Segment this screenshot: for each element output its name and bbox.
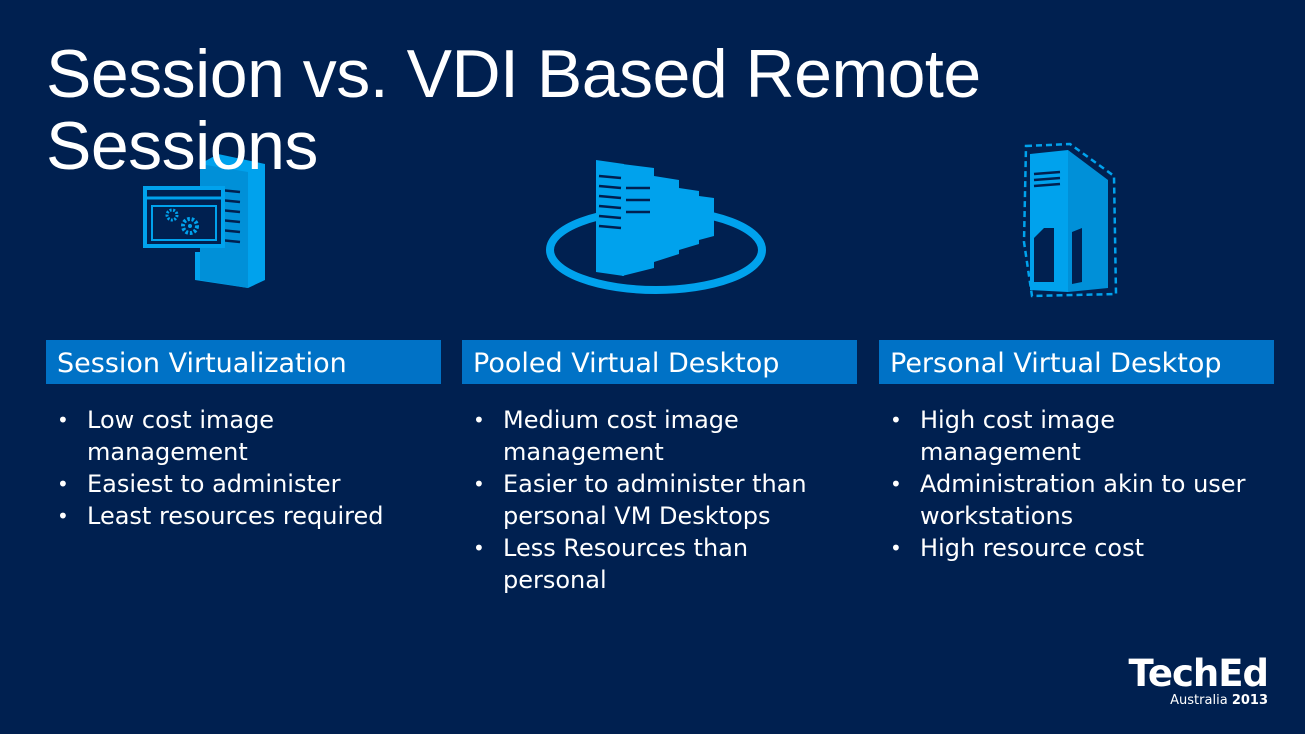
- virtual-tower-icon: [1020, 142, 1120, 302]
- list-item: Medium cost image management: [462, 404, 857, 468]
- column-header-personal-virtual-desktop: Personal Virtual Desktop: [879, 340, 1274, 384]
- list-item: Least resources required: [46, 500, 441, 532]
- list-item: Less Resources than personal: [462, 532, 857, 596]
- logo-subtitle: Australia 2013: [1129, 694, 1268, 708]
- server-pool-icon: [544, 158, 769, 298]
- teched-logo: TechEd Australia 2013: [1128, 652, 1269, 708]
- bullet-list-personal-virtual-desktop: High cost image management Administratio…: [879, 404, 1274, 564]
- list-item: Administration akin to user workstations: [879, 468, 1274, 532]
- list-item: High cost image management: [879, 404, 1274, 468]
- session-server-icon: [140, 152, 270, 292]
- bullet-list-pooled-virtual-desktop: Medium cost image management Easier to a…: [462, 404, 857, 596]
- bullet-list-session-virtualization: Low cost image management Easiest to adm…: [46, 404, 441, 532]
- list-item: Easier to administer than personal VM De…: [462, 468, 857, 532]
- column-header-pooled-virtual-desktop: Pooled Virtual Desktop: [462, 340, 857, 384]
- list-item: Easiest to administer: [46, 468, 441, 500]
- list-item: High resource cost: [879, 532, 1274, 564]
- logo-year: 2013: [1231, 693, 1268, 708]
- logo-location: Australia: [1170, 693, 1228, 708]
- column-header-session-virtualization: Session Virtualization: [46, 340, 441, 384]
- list-item: Low cost image management: [46, 404, 441, 468]
- logo-name: TechEd: [1128, 652, 1269, 695]
- slide-title: Session vs. VDI Based Remote Sessions: [46, 36, 981, 184]
